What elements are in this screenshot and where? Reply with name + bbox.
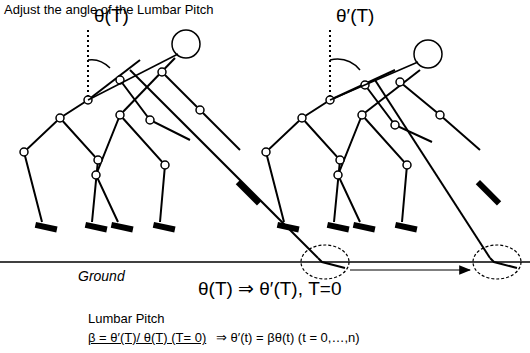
blade	[318, 258, 345, 268]
robot-figure	[24, 58, 318, 258]
ground-label: Ground	[78, 268, 125, 284]
robot-figure	[266, 70, 490, 258]
ground-line	[0, 261, 530, 263]
section-label: Lumbar Pitch	[88, 312, 165, 327]
highlight-ellipse	[473, 245, 521, 279]
joint-circles	[20, 30, 204, 179]
shift-arrow	[350, 269, 470, 270]
vertical-reference	[87, 30, 89, 100]
vertical-reference	[329, 30, 331, 100]
blade	[490, 258, 517, 268]
angle-arc	[330, 59, 360, 70]
joint-circles	[262, 40, 444, 179]
angle-label: θ′(T)	[336, 5, 374, 27]
angle-label: θ(T)	[94, 5, 129, 27]
equation-label: θ(T) ⇒ θ′(T), T=0	[198, 278, 342, 300]
robot-feet	[277, 222, 418, 232]
formula-label: β = θ′(T)/ θ(T) (T= 0)	[88, 331, 206, 346]
formula-label: ⇒ θ′(t) = βθ(t) (t = 0,…,n)	[216, 331, 360, 346]
robot-joints	[35, 180, 501, 232]
angle-arc	[88, 60, 110, 68]
highlight-ellipse	[301, 245, 349, 279]
